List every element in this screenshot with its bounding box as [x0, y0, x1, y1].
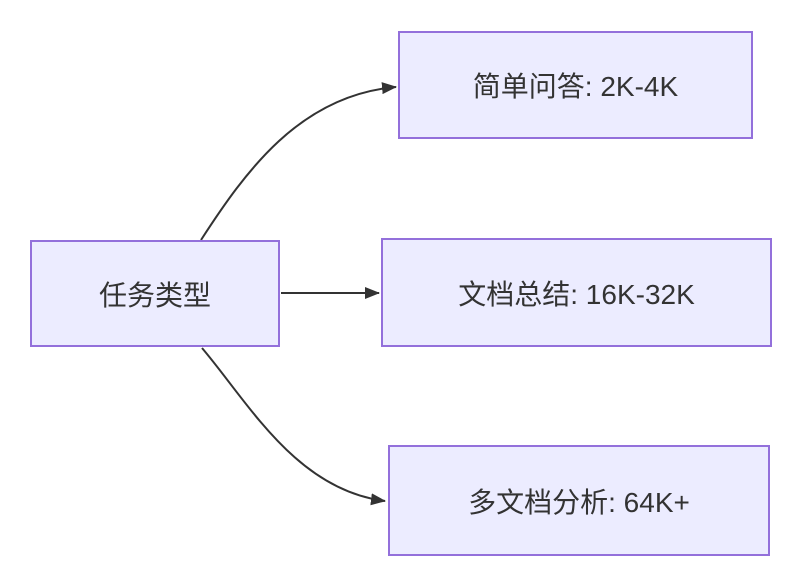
node-simple-qa: 简单问答: 2K-4K	[398, 31, 753, 139]
node-doc-summary: 文档总结: 16K-32K	[381, 238, 772, 347]
edge-task-type-to-simple-qa	[200, 82, 397, 241]
node-multi-doc-label: 多文档分析: 64K+	[468, 486, 690, 518]
node-task-type-label: 任务类型	[98, 279, 211, 311]
node-multi-doc: 多文档分析: 64K+	[388, 445, 770, 556]
node-doc-summary-label: 文档总结: 16K-32K	[458, 278, 695, 310]
node-simple-qa-label: 简单问答: 2K-4K	[472, 71, 679, 102]
edge-task-type-to-multi-doc	[201, 347, 386, 506]
node-task-type: 任务类型	[30, 240, 280, 347]
